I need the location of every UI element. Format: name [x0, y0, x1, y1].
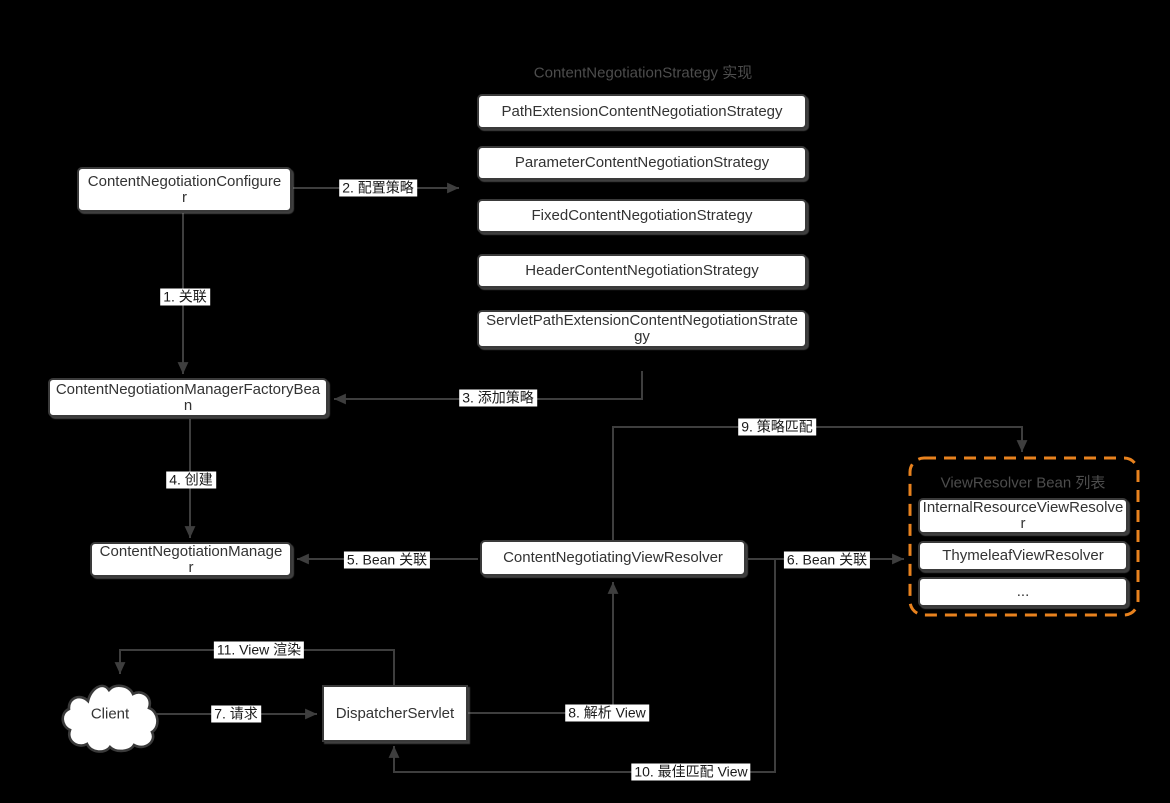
node-internal-resource-view-resolver: InternalResourceViewResolver — [918, 498, 1128, 534]
node-path-extension-strategy: PathExtensionContentNegotiationStrategy — [477, 94, 807, 129]
edge-6-label: 6. Bean 关联 — [783, 551, 871, 569]
edge-5-label: 5. Bean 关联 — [343, 551, 431, 569]
node-servlet-path-extension-strategy: ServletPathExtensionContentNegotiationSt… — [477, 310, 807, 348]
edge-3-line — [334, 371, 643, 405]
edge-10-label: 10. 最佳匹配 View — [631, 763, 751, 781]
node-fixed-strategy: FixedContentNegotiationStrategy — [477, 199, 807, 233]
viewresolver-group-border — [908, 456, 1140, 617]
node-dispatcher-servlet: DispatcherServlet — [322, 685, 468, 742]
edge-11-label: 11. View 渲染 — [213, 641, 305, 659]
node-content-negotiation-manager-factory-bean: ContentNegotiationManagerFactoryBean — [48, 378, 328, 417]
edge-8-label: 8. 解析 View — [565, 704, 649, 722]
node-content-negotiation-manager: ContentNegotiationManager — [90, 542, 292, 577]
client-cloud-shape — [61, 684, 159, 753]
edge-9-line — [612, 426, 1028, 540]
edge-3-label: 3. 添加策略 — [459, 389, 537, 407]
node-header-strategy: HeaderContentNegotiationStrategy — [477, 254, 807, 288]
client-cloud-label: Client — [90, 705, 130, 723]
edge-9-label: 9. 策略匹配 — [738, 418, 816, 436]
edge-7-label: 7. 请求 — [211, 705, 261, 723]
edge-10-line — [388, 560, 776, 773]
edge-8-line — [468, 582, 619, 714]
edge-4-label: 4. 创建 — [166, 471, 216, 489]
viewresolver-group-title: ViewResolver Bean 列表 — [940, 474, 1106, 492]
node-thymeleaf-view-resolver: ThymeleafViewResolver — [918, 541, 1128, 571]
node-content-negotiation-configurer: ContentNegotiationConfigurer — [77, 167, 292, 212]
edge-2-label: 2. 配置策略 — [339, 179, 417, 197]
node-more-resolvers: ... — [918, 577, 1128, 607]
strategy-group-title: ContentNegotiationStrategy 实现 — [533, 64, 753, 82]
edge-1-label: 1. 关联 — [160, 288, 210, 306]
node-parameter-strategy: ParameterContentNegotiationStrategy — [477, 146, 807, 180]
node-content-negotiating-view-resolver: ContentNegotiatingViewResolver — [480, 540, 746, 576]
